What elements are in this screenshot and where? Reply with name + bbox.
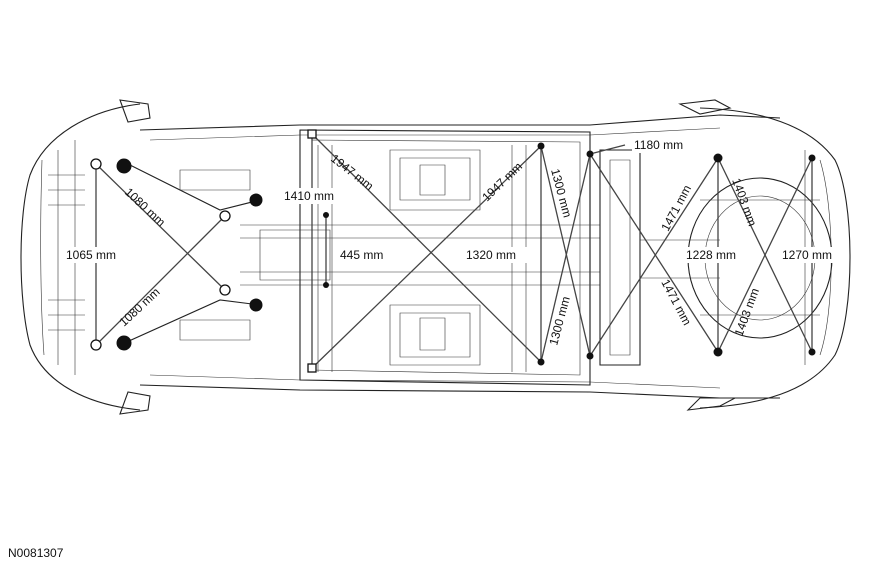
dimension-label-1180: 1180 mm xyxy=(634,138,683,152)
dimension-label-1065: 1065 mm xyxy=(66,248,116,262)
ref-point xyxy=(90,158,102,170)
mount-knob xyxy=(116,158,132,174)
ref-point xyxy=(808,348,816,356)
ref-point xyxy=(537,142,545,150)
ref-point xyxy=(90,339,102,351)
dimension-label-1947-left: 1947 mm xyxy=(328,151,376,193)
mount-knob xyxy=(249,298,263,312)
ref-point xyxy=(307,363,317,373)
dimension-label-1228: 1228 mm xyxy=(686,248,736,262)
ref-point xyxy=(808,154,816,162)
dimension-label-1270: 1270 mm xyxy=(782,248,832,262)
ref-point xyxy=(307,129,317,139)
dimension-labels: 1065 mm 1080 mm 1080 mm 1410 mm 1947 mm … xyxy=(64,137,844,347)
dimension-label-1947-right: 1947 mm xyxy=(479,159,525,204)
ref-point xyxy=(586,352,594,360)
ref-point xyxy=(323,282,329,288)
mount-knob xyxy=(249,193,263,207)
ref-point xyxy=(219,284,231,296)
dimension-label-1471-lower: 1471 mm xyxy=(658,277,694,328)
ref-point xyxy=(713,347,723,357)
dimension-label-1410: 1410 mm xyxy=(284,189,334,203)
dimension-label-1471-upper: 1471 mm xyxy=(658,183,694,234)
dimension-label-1403-upper: 1403 mm xyxy=(729,176,759,228)
ref-point xyxy=(586,150,594,158)
reference-points xyxy=(90,129,816,373)
dimension-label-1080-upper: 1080 mm xyxy=(122,185,168,229)
dimension-label-1403-lower: 1403 mm xyxy=(732,286,762,338)
mount-knob xyxy=(116,335,132,351)
dimension-label-1080-lower: 1080 mm xyxy=(116,285,162,329)
dimension-label-445: 445 mm xyxy=(340,248,383,262)
vehicle-underbody-outline xyxy=(20,99,851,415)
figure-reference-code: N0081307 xyxy=(8,546,64,560)
ref-point xyxy=(713,153,723,163)
ref-point xyxy=(219,210,231,222)
ref-point xyxy=(537,358,545,366)
dimension-label-1320: 1320 mm xyxy=(466,248,516,262)
ref-point xyxy=(323,212,329,218)
